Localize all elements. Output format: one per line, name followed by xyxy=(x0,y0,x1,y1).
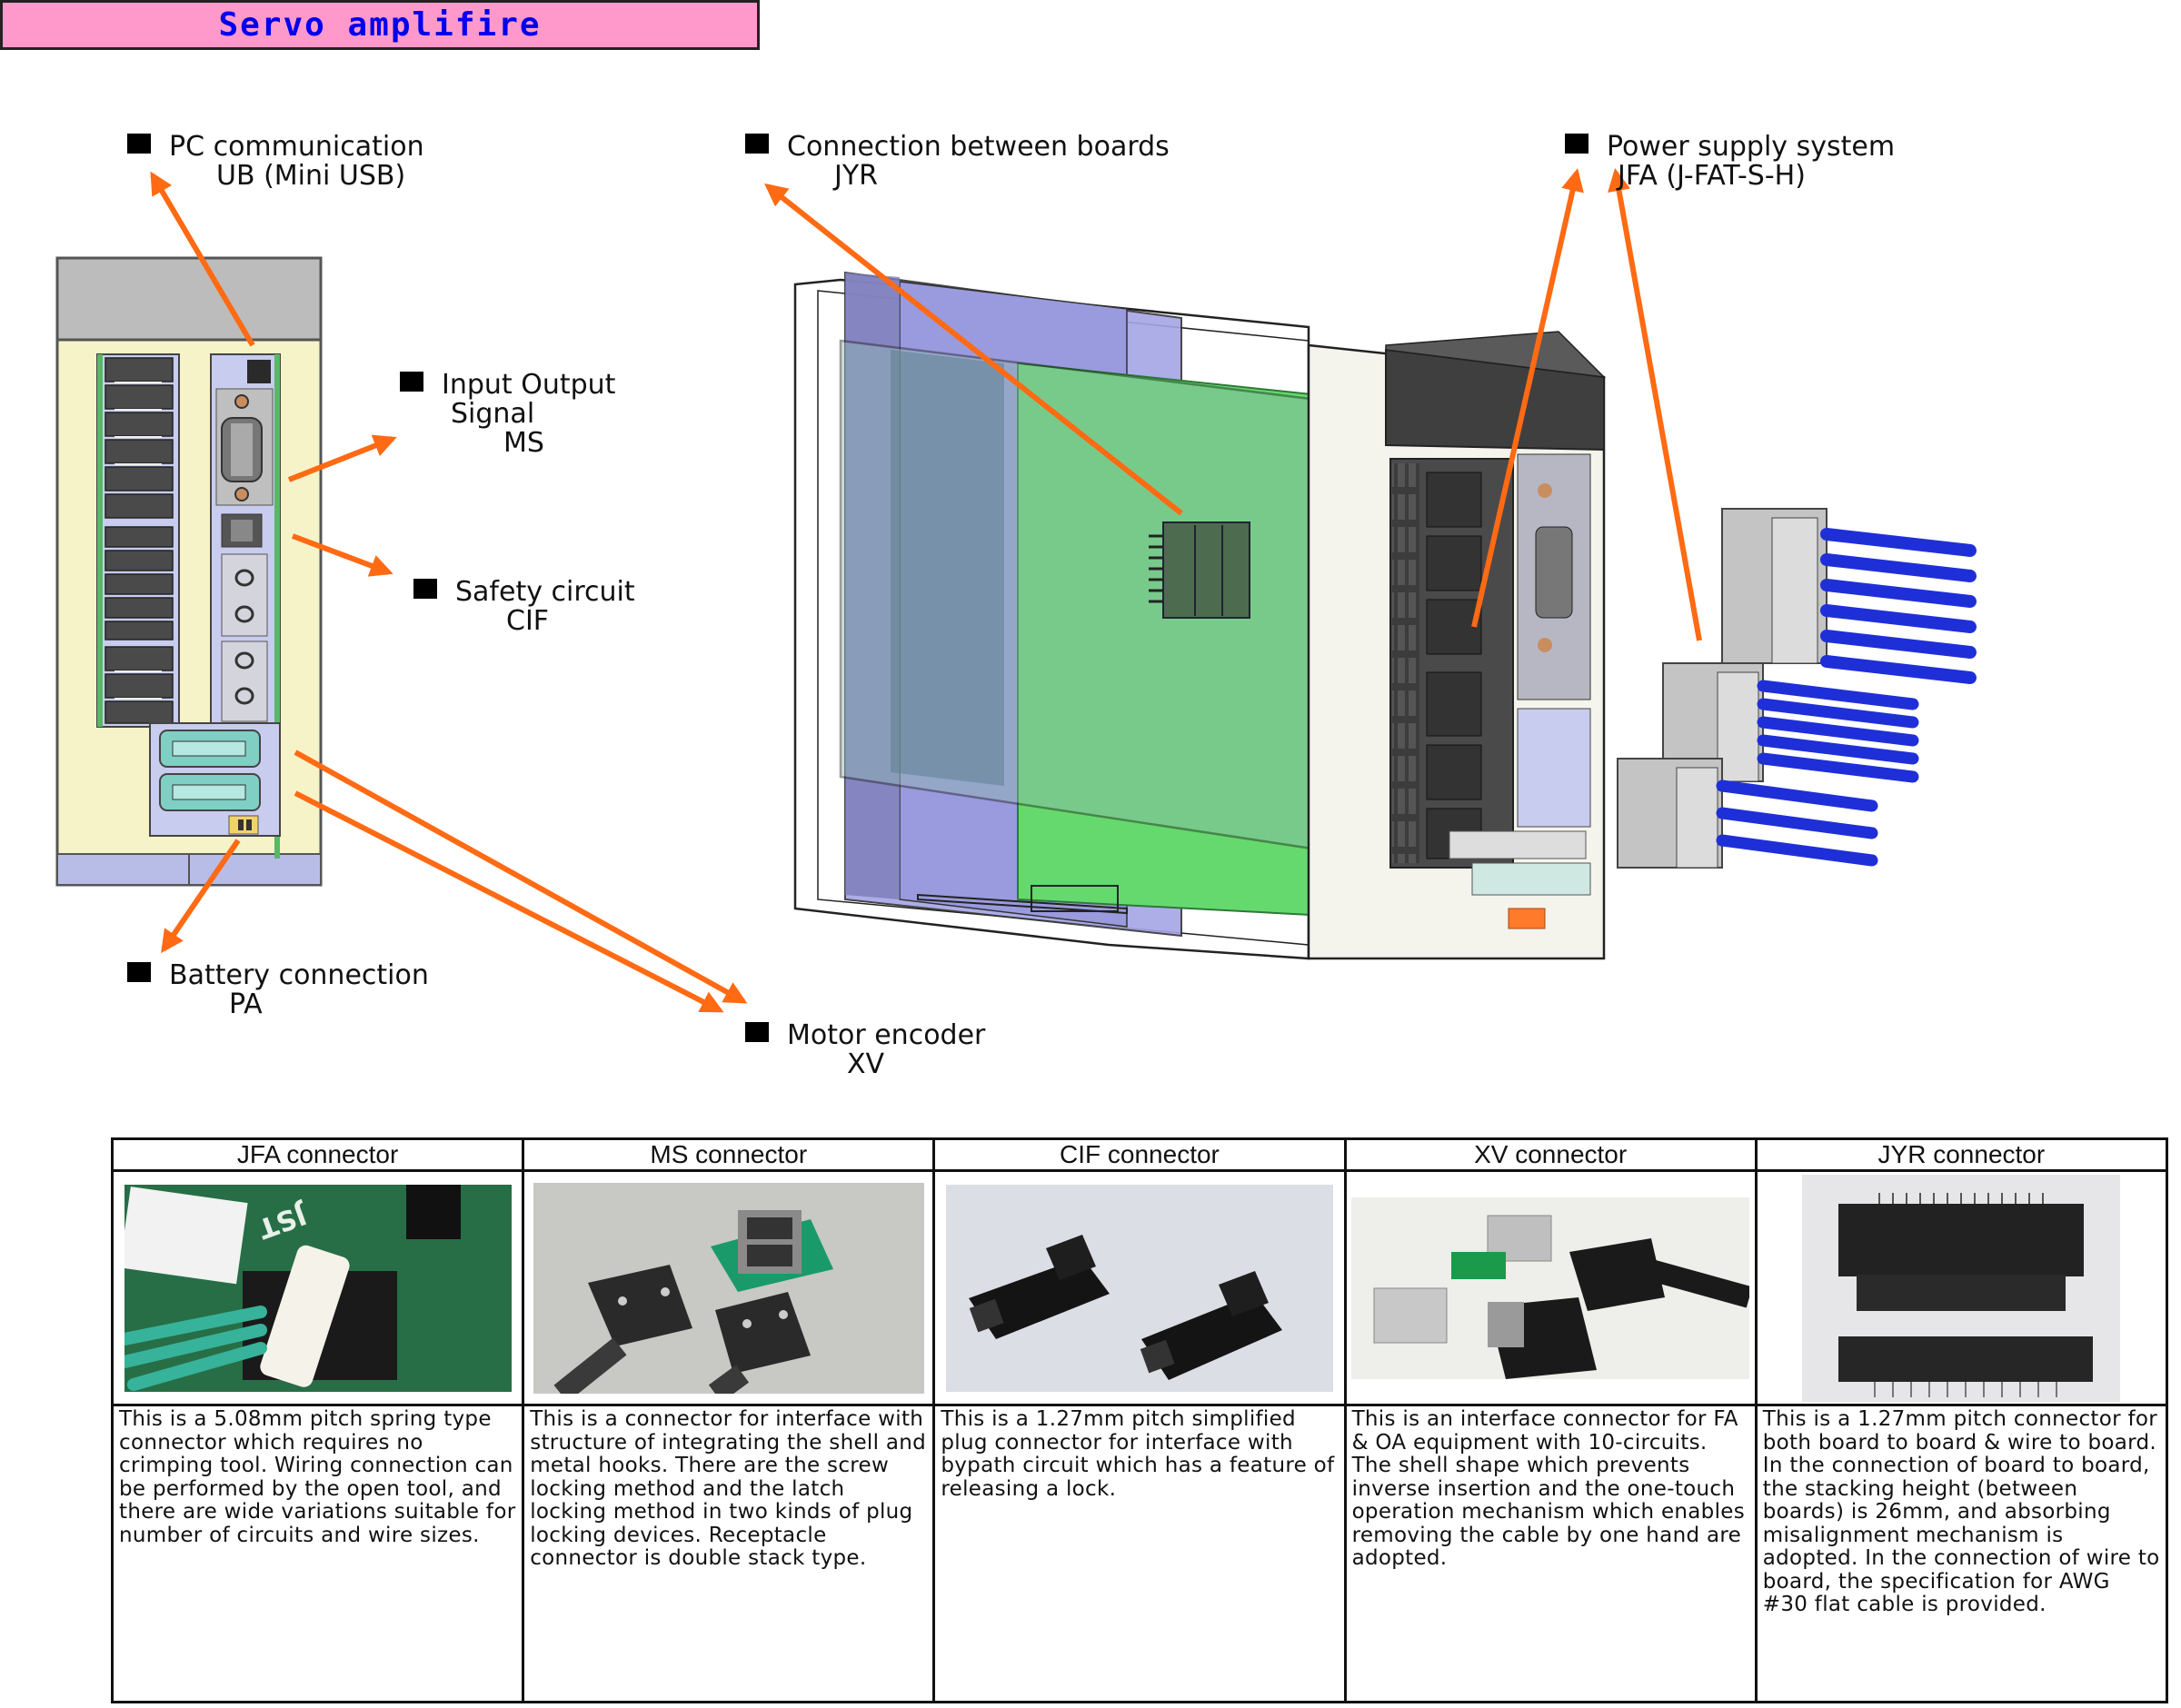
bullet-square-icon xyxy=(127,962,151,982)
ms-description: This is a connector for interface with s… xyxy=(522,1404,936,1703)
callout-safety-circuit: Safety circuit CIF xyxy=(413,578,635,636)
amplifier-3d-view xyxy=(793,271,1607,960)
amplifier-front-view xyxy=(55,256,323,887)
servo-diagram xyxy=(55,168,1977,1013)
bullet-square-icon xyxy=(413,579,437,599)
arrow-xv-1 xyxy=(294,750,748,1004)
table-header-jfa: JFA connector xyxy=(110,1137,525,1172)
arrow-jfa-2 xyxy=(1608,168,1702,641)
table-header-xv: XV connector xyxy=(1343,1137,1758,1172)
callout-connection-between-boards: Connection between boards JYR xyxy=(745,133,1170,191)
arrow-pa xyxy=(161,839,241,954)
page-title: Servo amplifire xyxy=(218,6,542,44)
jyr-connector-photo xyxy=(1754,1169,2169,1406)
arrow-jfa-1 xyxy=(1471,168,1584,628)
arrow-cif xyxy=(291,533,393,577)
ms-connector-photo xyxy=(522,1169,936,1406)
table-header-jyr: JYR connector xyxy=(1754,1137,2169,1172)
bullet-square-icon xyxy=(127,134,151,154)
cif-description: This is a 1.27mm pitch simplified plug c… xyxy=(932,1404,1347,1703)
bullet-square-icon xyxy=(1565,134,1588,154)
arrow-jyr xyxy=(764,183,1183,516)
usb-port-ub xyxy=(247,360,271,383)
table-photo-row: JST xyxy=(110,1169,2169,1406)
connector-table: JFA connector MS connector CIF connector… xyxy=(110,1137,2169,1703)
callout-motor-encoder: Motor encoder XV xyxy=(745,1021,985,1079)
encoder-port-block xyxy=(149,722,281,837)
callout-power-supply-system: Power supply system JFA (J-FAT-S-H) xyxy=(1565,133,1895,191)
jfa-connector-photo: JST xyxy=(110,1169,525,1406)
title-banner: Servo amplifire xyxy=(0,0,760,50)
callout-arrows xyxy=(150,168,1702,1013)
arrow-ms xyxy=(287,434,397,482)
table-header-ms: MS connector xyxy=(522,1137,936,1172)
callout-input-output-signal: Input Output Signal MS xyxy=(400,371,615,458)
callout-battery-connection: Battery connection PA xyxy=(127,961,429,1019)
jfa-description: This is a 5.08mm pitch spring type conne… xyxy=(110,1404,525,1703)
power-connector-column xyxy=(96,353,180,728)
table-header-cif: CIF connector xyxy=(932,1137,1347,1172)
jyr-description: This is a 1.27mm pitch connector for bot… xyxy=(1754,1404,2169,1703)
cif-connector-photo xyxy=(932,1169,1347,1406)
xv-connector-photo xyxy=(1343,1169,1758,1406)
callout-pc-communication: PC communication UB (Mini USB) xyxy=(127,133,424,191)
arrow-ub xyxy=(150,171,255,347)
signal-connector-column xyxy=(210,353,281,859)
bullet-square-icon xyxy=(745,1022,769,1042)
jfa-connector-cluster xyxy=(1617,508,1977,869)
table-header-row: JFA connector MS connector CIF connector… xyxy=(110,1137,2169,1172)
bullet-square-icon xyxy=(745,134,769,154)
table-description-row: This is a 5.08mm pitch spring type conne… xyxy=(110,1404,2169,1703)
xv-description: This is an interface connector for FA & … xyxy=(1343,1404,1758,1703)
arrow-xv-2 xyxy=(294,790,724,1013)
bullet-square-icon xyxy=(400,372,423,392)
jyr-board-connector xyxy=(1149,521,1250,619)
